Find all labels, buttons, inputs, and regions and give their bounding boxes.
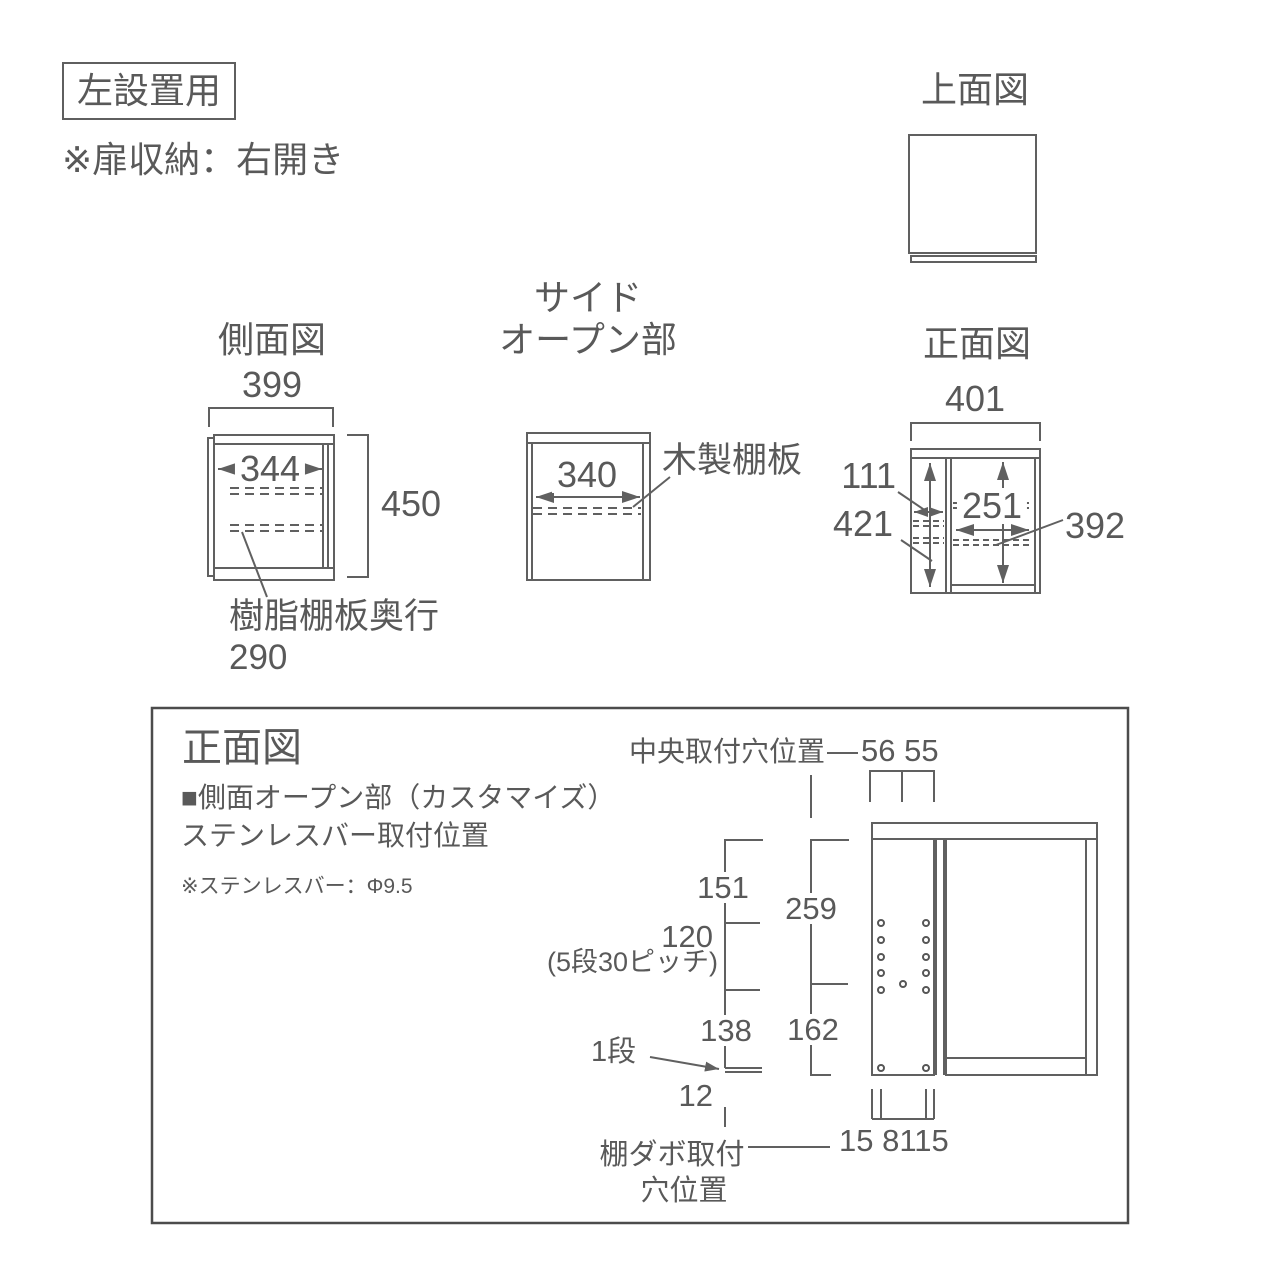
top-view-drawing — [908, 134, 1037, 263]
dim-151: 151 — [692, 872, 754, 903]
side-view-inner-width: 344 — [234, 451, 306, 487]
cabinet-divider — [935, 839, 945, 1075]
dowel-dim-bracket — [871, 1089, 935, 1120]
dim-392-leader — [995, 519, 1064, 546]
front-view-main-shelf-lower — [953, 539, 1033, 546]
resin-shelf-label: 樹脂棚板奥行 — [229, 597, 440, 636]
wood-shelf-label: 木製棚板 — [662, 441, 803, 480]
top-view-front-edge — [910, 255, 1037, 263]
door-opening-note: ※扉収納：右開き — [62, 139, 345, 180]
orientation-badge: 左設置用 — [62, 62, 237, 120]
dim-pitch-note: (5段30ピッチ) — [546, 947, 718, 977]
side-view-width-bracket — [208, 407, 334, 427]
dim-162: 162 — [782, 1014, 844, 1045]
cabinet-right-stile — [1085, 838, 1098, 1076]
front-view-inner-height: 392 — [1065, 505, 1126, 546]
first-shelf-line — [725, 1067, 762, 1073]
dim-120: 120 — [661, 919, 713, 954]
front-view-title: 正面図 — [922, 323, 1032, 364]
stainless-bar-note: ※ステンレスバー：Φ9.5 — [181, 875, 413, 898]
dim-138: 138 — [695, 1015, 757, 1046]
side-view-overall-width: 399 — [241, 364, 303, 405]
center-hole-label: 中央取付穴位置 — [629, 736, 826, 767]
center-mount-hole — [899, 980, 907, 988]
detail-panel-title: 正面図 — [182, 726, 302, 770]
dim-421-leader — [900, 539, 933, 562]
front-view-side-shelves — [913, 520, 944, 544]
side-view-door-line — [322, 444, 329, 568]
left-dim-chain — [724, 839, 763, 1068]
cabinet-side-panel — [871, 838, 935, 1076]
front-view-divider — [945, 458, 952, 593]
dim-111-leader — [897, 491, 927, 512]
dim-12: 12 — [678, 1078, 713, 1113]
dowel-holes — [877, 919, 930, 1072]
front-view-side-height: 421 — [833, 503, 894, 544]
side-view-title: 側面図 — [217, 319, 327, 360]
wood-shelf-leader — [632, 476, 671, 508]
center-hole-dims: 56 55 — [861, 733, 939, 768]
side-view-height: 450 — [381, 483, 442, 524]
side-open-title-line2: オープン部 — [499, 319, 677, 360]
right-dim-chain — [810, 839, 849, 1076]
side-view-shelf-leader — [241, 531, 268, 598]
side-view-shelf-lower — [230, 524, 323, 532]
detail-panel-subtitle1: ■側面オープン部（カスタマイズ） — [181, 782, 616, 813]
front-view-width-bracket — [910, 422, 1041, 441]
dowel-label-line2: 穴位置 — [640, 1175, 728, 1207]
detail-panel-subtitle2: ステンレスバー取付位置 — [181, 820, 490, 851]
top-view-title: 上面図 — [920, 69, 1030, 110]
first-shelf-arrow — [649, 1056, 720, 1072]
front-view-side-width: 111 — [841, 455, 896, 496]
cabinet-top-bar — [871, 822, 1098, 840]
top-view-body — [908, 134, 1037, 254]
side-view-shelf-upper — [230, 487, 323, 495]
dowel-label-line1: 棚ダボ取付 — [599, 1139, 745, 1171]
side-open-drawing — [526, 432, 671, 581]
dowel-dims: 15 8115 — [839, 1123, 949, 1158]
first-shelf-label: 1段 — [591, 1036, 637, 1068]
side-view-back-lip — [207, 437, 215, 577]
resin-shelf-depth: 290 — [229, 638, 288, 677]
front-view-body — [910, 448, 1041, 594]
front-view-overall-width: 401 — [944, 378, 1006, 419]
side-view-drawing — [207, 407, 369, 598]
side-view-height-bracket — [347, 434, 369, 578]
center-hole-bracket — [869, 770, 935, 802]
side-open-body — [526, 432, 651, 581]
dim-259: 259 — [780, 893, 842, 924]
front-view-inner-width: 251 — [956, 488, 1028, 524]
side-open-wood-shelf — [533, 507, 641, 515]
detail-panel-drawing — [150, 706, 1130, 1225]
side-open-inner-width: 340 — [551, 457, 623, 493]
front-view-drawing — [897, 422, 1064, 594]
side-open-title-line1: サイド — [533, 277, 643, 318]
cabinet-main-opening — [945, 838, 1087, 1076]
detail-panel-border — [150, 706, 1130, 1225]
